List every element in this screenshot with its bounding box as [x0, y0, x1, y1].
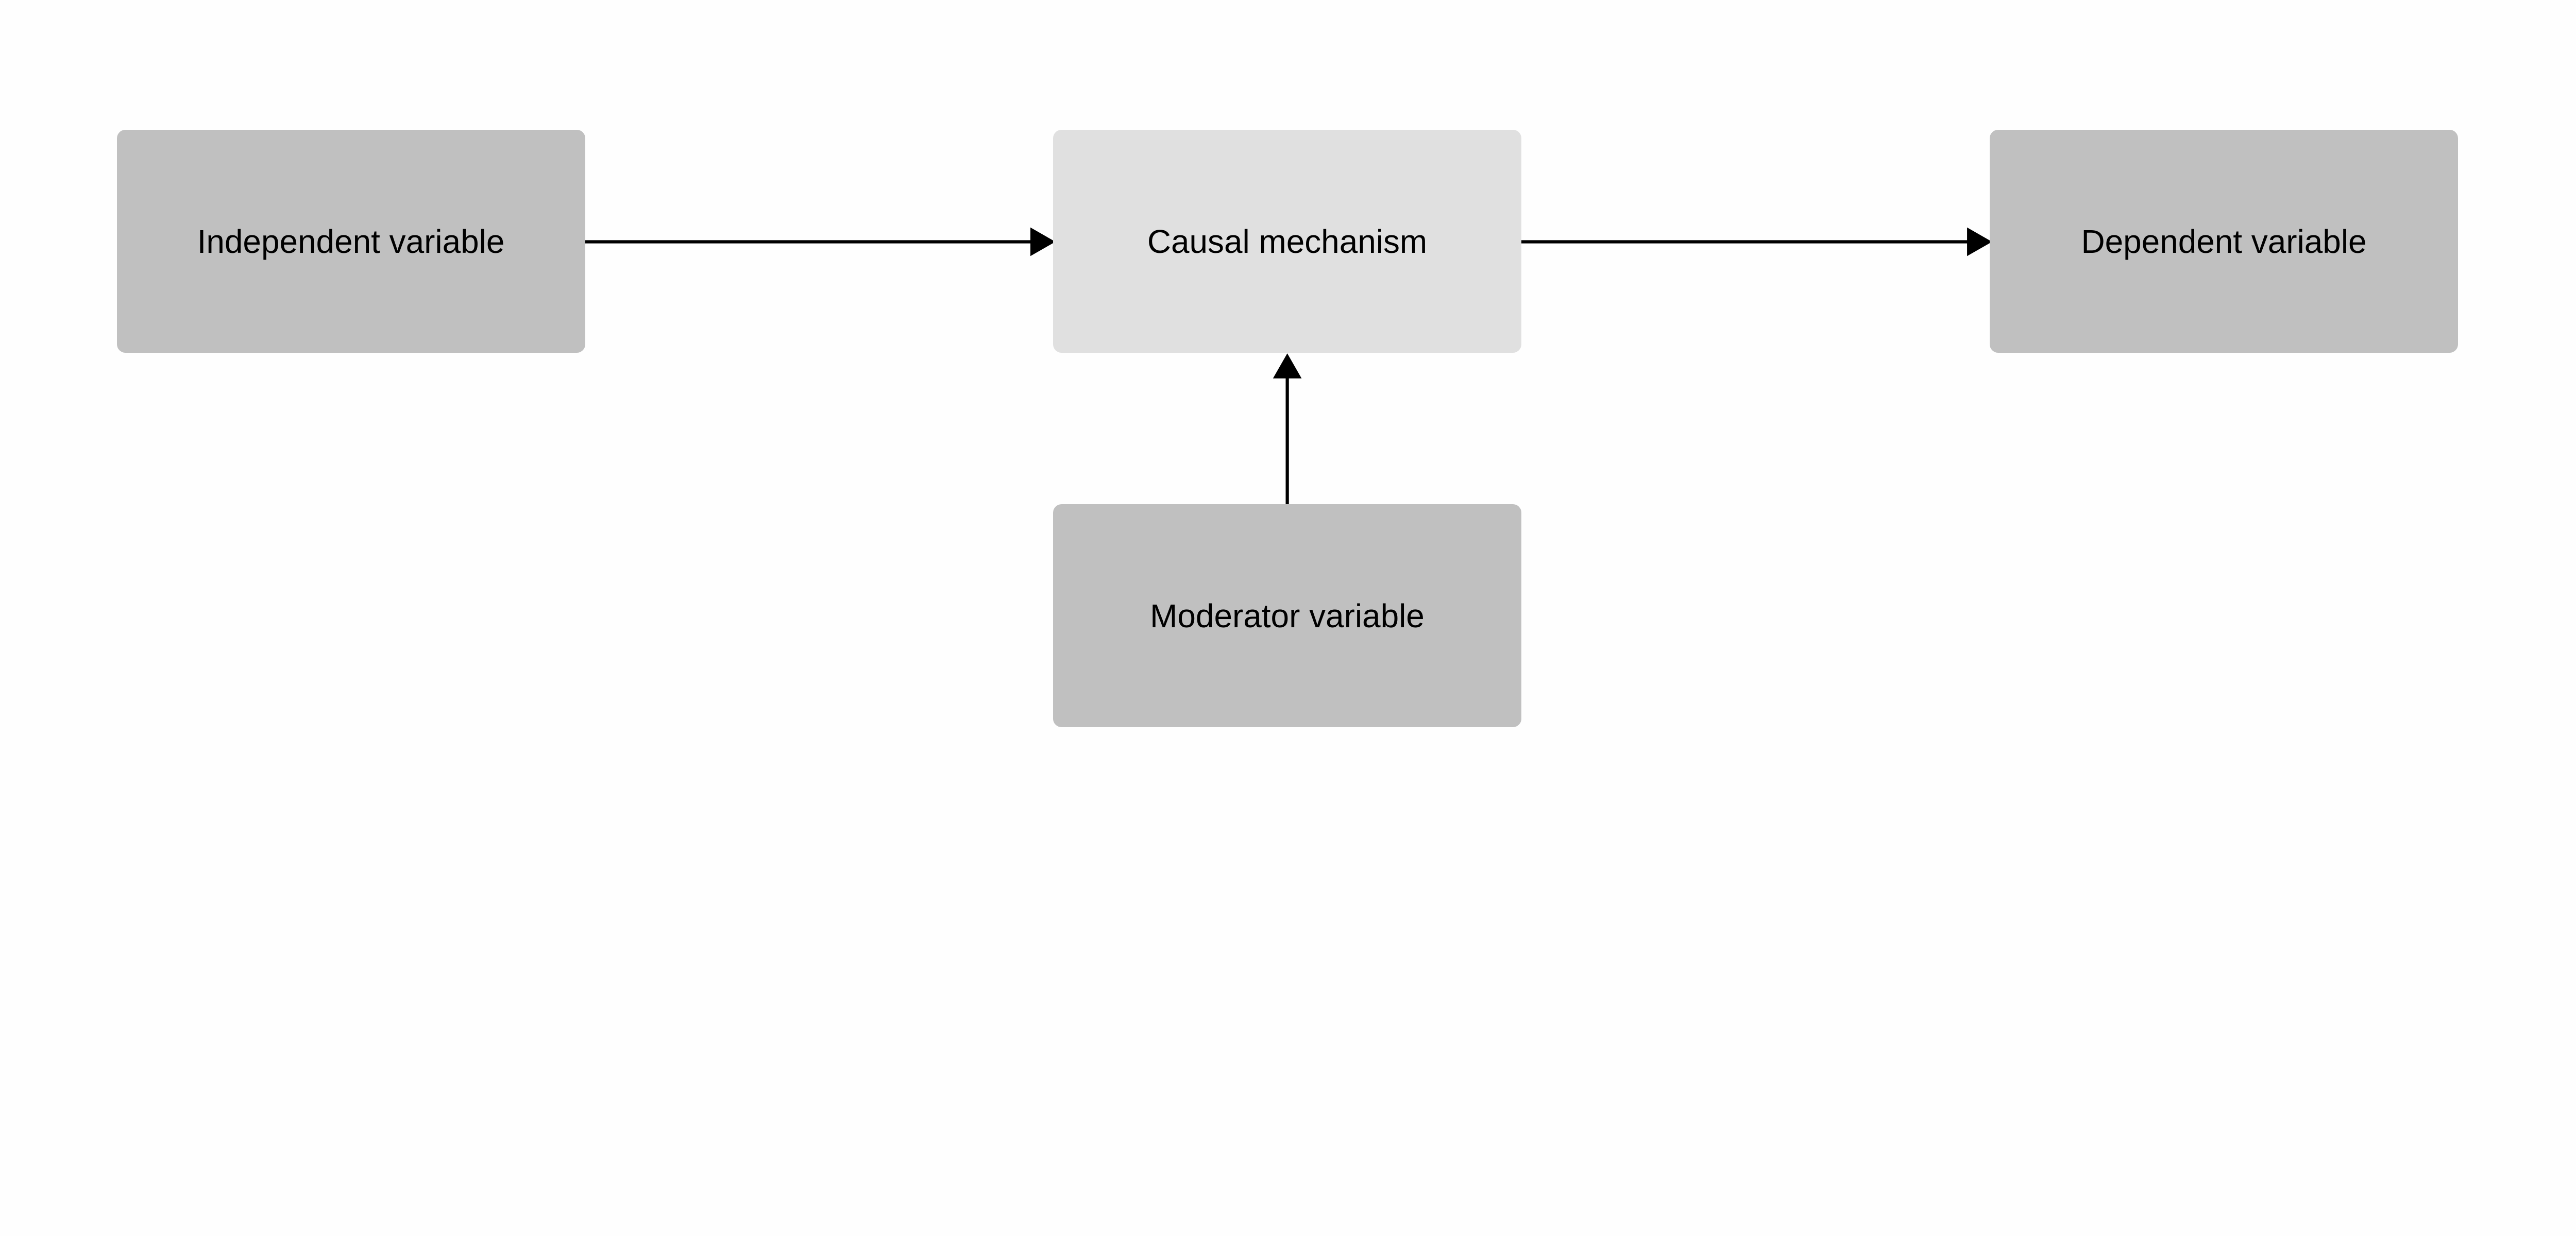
- arrowhead-icon: [1273, 353, 1302, 379]
- node-dependent-variable: Dependent variable: [1990, 129, 2458, 353]
- node-label: Causal mechanism: [1147, 222, 1428, 260]
- node-moderator-variable: Moderator variable: [1053, 504, 1521, 728]
- node-label: Independent variable: [197, 222, 505, 260]
- arrows-layer: [585, 227, 1992, 505]
- arrowhead-icon: [1967, 227, 1992, 256]
- node-label: Moderator variable: [1150, 597, 1425, 634]
- arrowhead-icon: [1030, 227, 1056, 256]
- node-label: Dependent variable: [2081, 222, 2367, 260]
- node-independent-variable: Independent variable: [116, 129, 585, 353]
- diagram-canvas: Independent variable Causal mechanism De…: [116, 129, 2458, 728]
- node-causal-mechanism: Causal mechanism: [1053, 129, 1521, 353]
